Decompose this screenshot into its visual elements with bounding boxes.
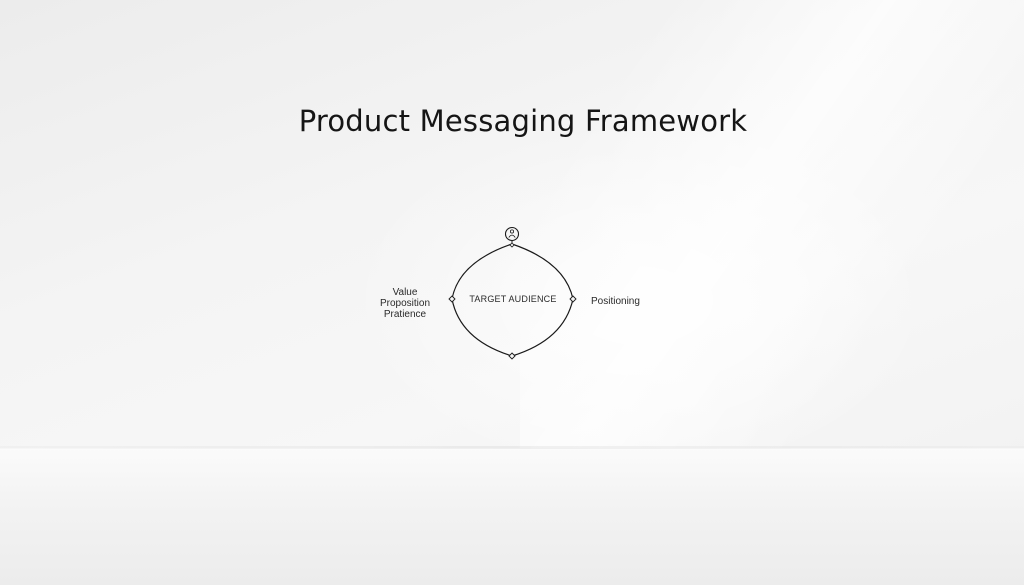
page-title: Product Messaging Framework <box>298 104 748 138</box>
value-proposition-line-3: Pratience <box>383 309 427 320</box>
node-left-marker <box>448 295 456 303</box>
value-proposition-line-1: Value <box>392 287 418 298</box>
node-bottom-marker <box>508 352 516 360</box>
light-beam <box>520 0 1024 480</box>
value-proposition-label: Value Proposition Pratience <box>370 287 440 320</box>
edge-top-right <box>511 243 574 300</box>
person-icon <box>508 229 516 238</box>
top-node <box>504 226 520 242</box>
edge-bottom-right <box>511 298 574 357</box>
target-audience-label: TARGET AUDIENCE <box>469 294 557 304</box>
edge-bottom-left <box>451 298 513 357</box>
node-right-marker <box>569 295 577 303</box>
floor <box>0 448 1024 585</box>
value-proposition-line-2: Proposition <box>379 298 431 309</box>
edge-top-left <box>451 243 513 300</box>
node-top-marker <box>509 242 515 248</box>
floor-edge <box>0 446 1024 449</box>
positioning-label: Positioning <box>591 296 640 307</box>
